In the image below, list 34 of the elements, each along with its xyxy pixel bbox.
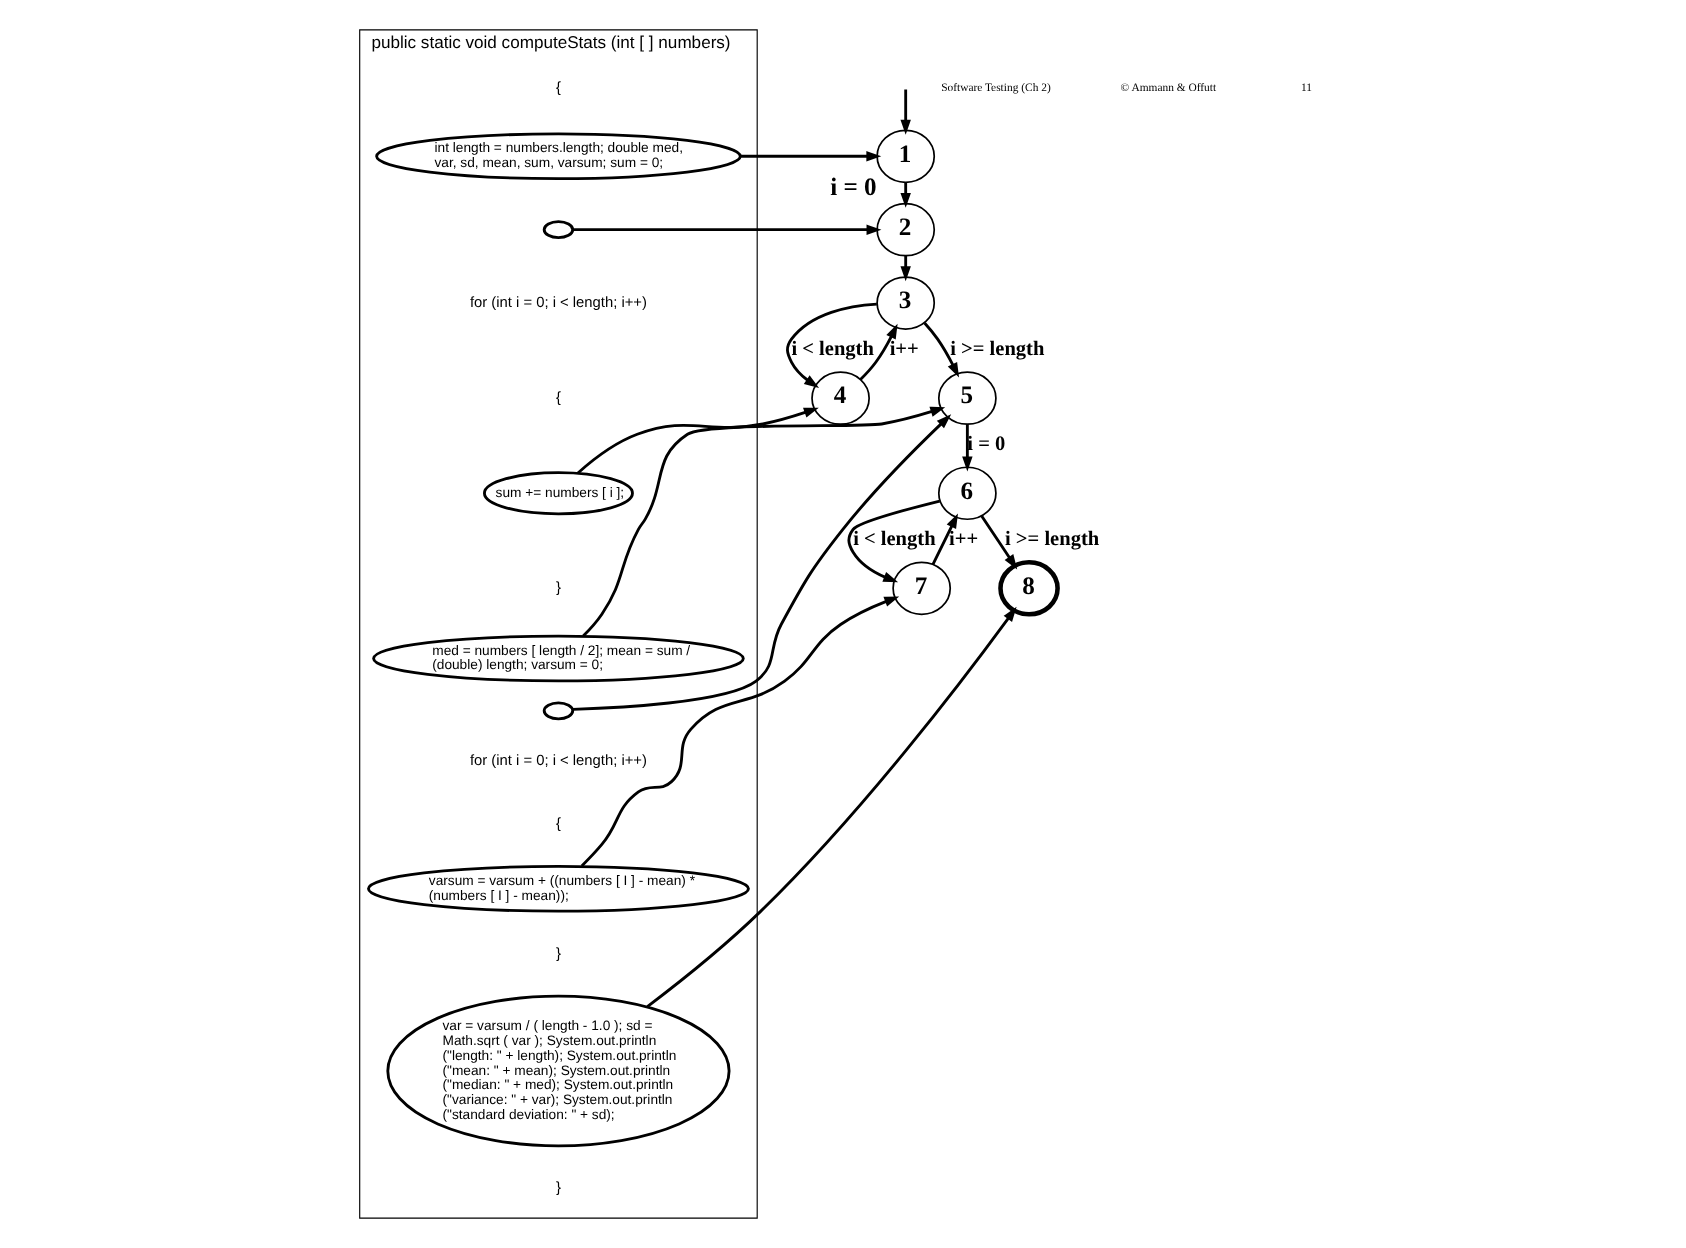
edge-label: i < length: [852, 528, 935, 551]
edge-label: i >= length: [949, 338, 1044, 361]
node-circle: 8: [997, 560, 1059, 617]
node-circle: 7: [891, 561, 951, 616]
edge-label: i = 0: [966, 433, 1005, 456]
arrow: [785, 302, 876, 388]
arrow: [899, 182, 910, 208]
edge-label: i++: [888, 338, 918, 361]
arrow: [575, 407, 818, 475]
arrow: [922, 322, 959, 378]
arrow: [979, 515, 1017, 570]
arrow: [858, 323, 897, 381]
arrow: [846, 499, 940, 583]
node-ellipse: [541, 220, 574, 240]
edge-label: i >= length: [1004, 528, 1099, 551]
arrow: [581, 406, 945, 637]
arrow: [571, 414, 951, 711]
edge-label: i < length: [790, 338, 873, 361]
node-circle: 5: [936, 371, 996, 425]
arrow: [572, 224, 881, 235]
arrow: [899, 89, 910, 135]
arrow: [739, 151, 881, 162]
node-ellipse: [541, 701, 574, 721]
arrow: [579, 596, 899, 867]
node-circle: 2: [875, 202, 935, 257]
node-label: i = 0: [829, 173, 876, 202]
node-circle: 3: [875, 276, 935, 330]
node-circle: 6: [936, 466, 996, 521]
arrow: [930, 513, 957, 566]
arrow: [645, 606, 1016, 1008]
node-circle: 4: [810, 371, 869, 425]
node-circle: 1: [875, 129, 935, 184]
arrow: [961, 424, 972, 472]
edge-label: i++: [948, 528, 978, 551]
